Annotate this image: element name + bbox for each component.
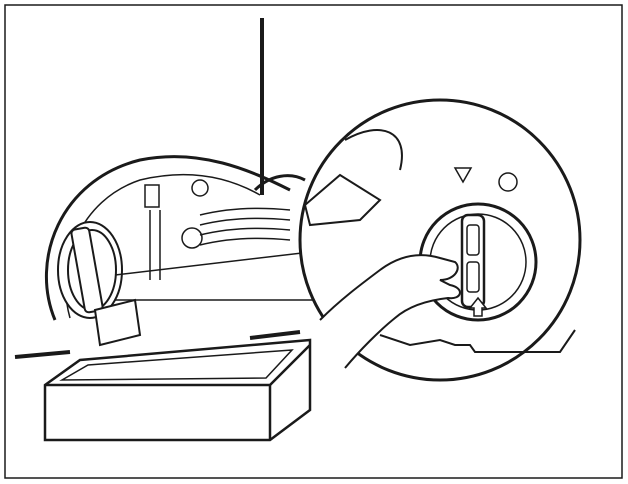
- drain-tray: [43, 338, 312, 442]
- circle-marker-icon: [498, 172, 518, 192]
- hand: [319, 254, 461, 369]
- pump-housing: [144, 179, 291, 280]
- up-arrow-icon: [468, 296, 488, 317]
- filter-handle: [460, 213, 486, 309]
- magnified-view: [298, 98, 582, 382]
- filter-cap-small: [57, 221, 142, 347]
- floor-line: [14, 330, 301, 359]
- triangle-marker-icon: [453, 167, 473, 184]
